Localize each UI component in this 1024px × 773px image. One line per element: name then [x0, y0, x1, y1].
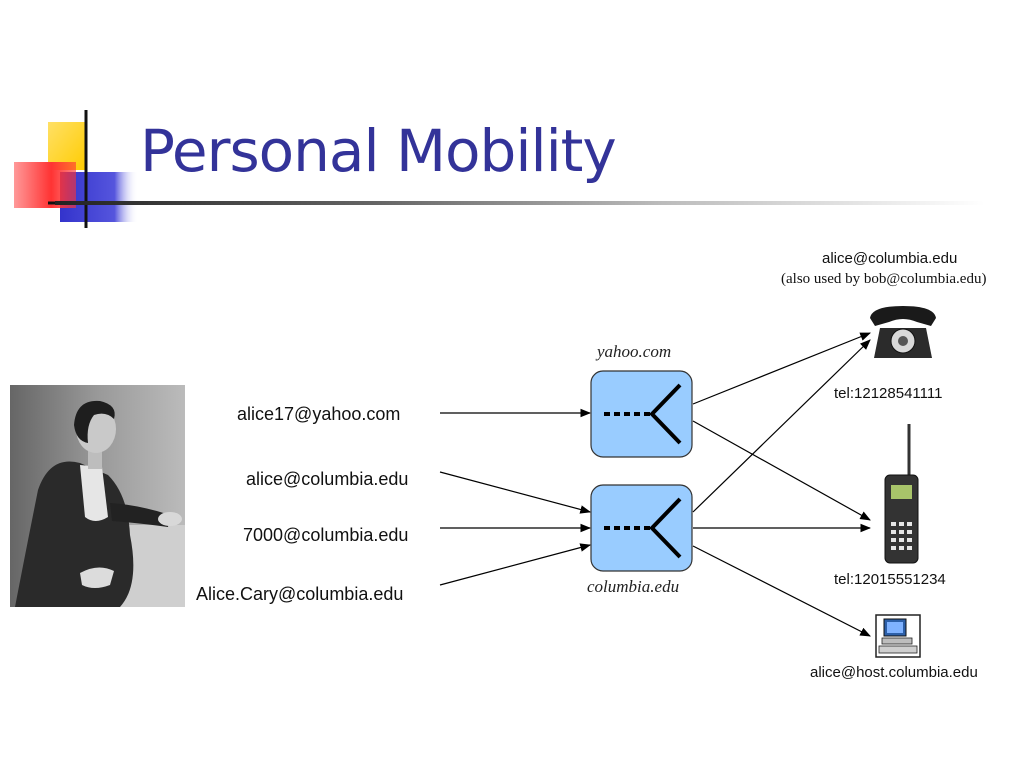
deskphone-address: alice@columbia.edu — [822, 250, 958, 267]
page-title: Personal Mobility — [140, 117, 617, 185]
computer-icon — [875, 614, 921, 658]
deskphone-note: (also used by bob@columbia.edu) — [781, 271, 987, 287]
arrow-columbia-to-computer — [692, 545, 871, 637]
address-label-alice-cary: Alice.Cary@columbia.edu — [196, 584, 404, 604]
columbia-proxy — [590, 484, 693, 572]
proxy-label-columbia: columbia.edu — [587, 577, 680, 596]
portrait-image — [10, 385, 185, 607]
mobile-phone-icon — [884, 424, 919, 564]
rotary-phone-icon — [870, 306, 936, 358]
arrow-columbia-in-3 — [439, 543, 592, 586]
logo-red-square — [14, 162, 76, 208]
arrow-yahoo-to-cellphone — [692, 420, 871, 521]
address-label-yahoo: alice17@yahoo.com — [237, 404, 401, 424]
deskphone-tel: tel:12128541111 — [834, 385, 943, 402]
arrow-columbia-in-1 — [439, 471, 592, 514]
computer-address: alice@host.columbia.edu — [810, 664, 978, 681]
arrow-yahoo-to-deskphone — [692, 332, 872, 405]
proxy-label-yahoo: yahoo.com — [597, 342, 672, 361]
cellphone-tel: tel:12015551234 — [834, 571, 946, 588]
address-label-columbia: alice@columbia.edu — [246, 469, 409, 489]
arrow-columbia-to-deskphone — [692, 339, 871, 513]
address-label-7000: 7000@columbia.edu — [243, 525, 409, 545]
title-underline — [55, 201, 985, 205]
yahoo-proxy — [590, 370, 693, 458]
